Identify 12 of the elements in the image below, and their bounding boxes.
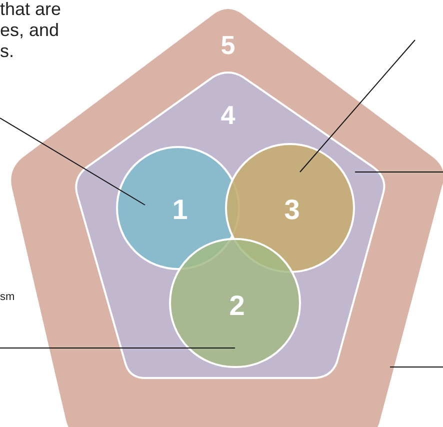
region-number: 4 — [220, 102, 236, 128]
region-number: 3 — [284, 196, 300, 224]
pentagon-shape — [73, 72, 388, 380]
text-fragment: sm — [0, 290, 15, 305]
region-number: 5 — [220, 32, 236, 58]
region-number: 2 — [229, 292, 245, 320]
region-number: 1 — [172, 196, 188, 224]
leader-line — [390, 366, 443, 368]
text-fragment: s. — [0, 40, 14, 62]
text-fragment: es, and — [0, 19, 60, 42]
leader-line — [0, 118, 146, 206]
text-fragment: that are — [0, 0, 62, 20]
